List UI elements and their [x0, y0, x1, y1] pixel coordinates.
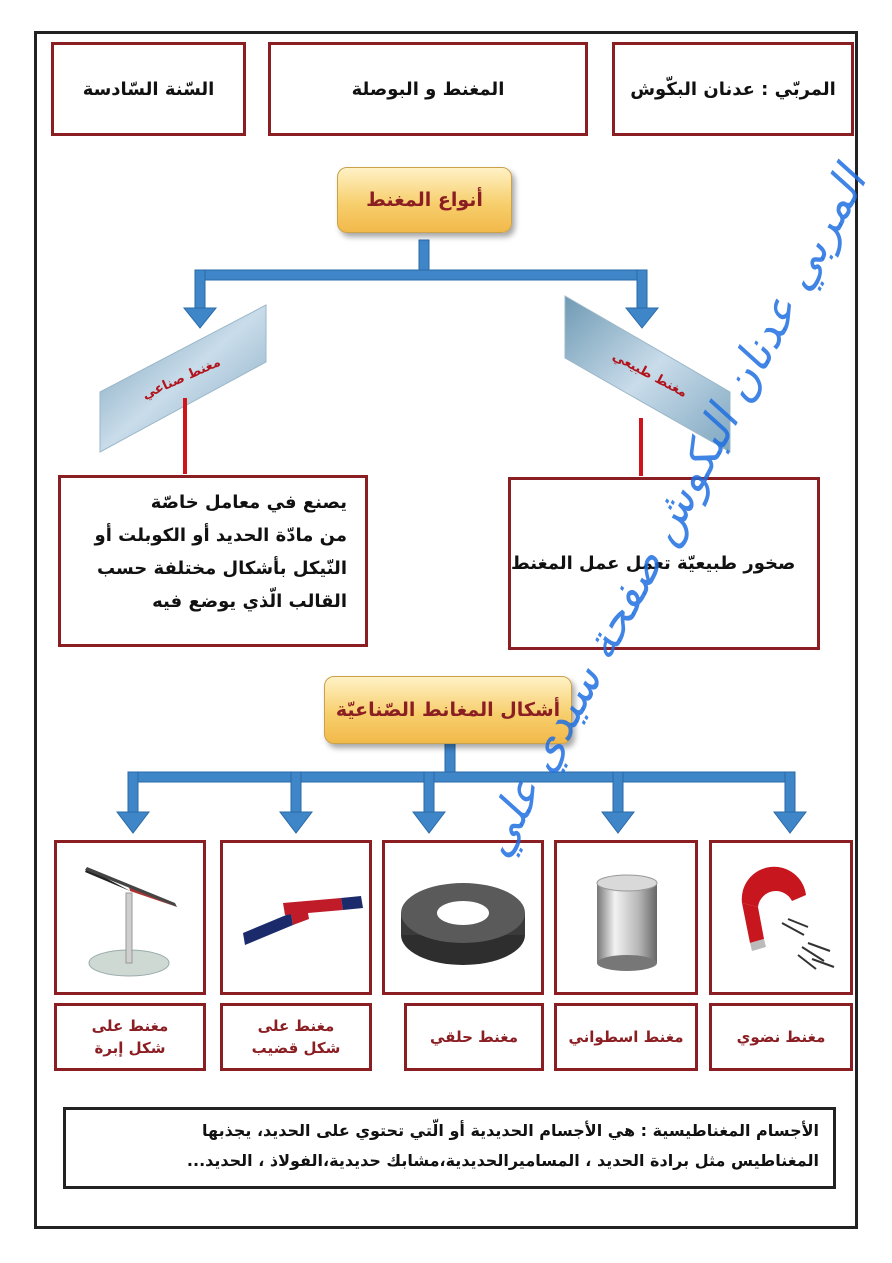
red-connector-artificial [183, 398, 187, 474]
ring-magnet-image [382, 840, 544, 995]
cylinder-magnet-icon [557, 843, 695, 993]
definition-line-1: الأجسام المغناطيسية : هي الأجسام الحديدي… [80, 1116, 819, 1146]
label-bar-line-2: شكل قضيب [252, 1039, 341, 1057]
needle-magnet-icon [57, 843, 203, 993]
ring-magnet-icon [385, 843, 541, 993]
label-cylinder-text: مغنط اسطواني [568, 1026, 683, 1048]
artificial-line-1: يصنع في معامل خاصّة [69, 486, 347, 519]
magnet-types-title: أنواع المغنط [337, 167, 512, 233]
artificial-line-3: النّيكل بأشكال مختلفة حسب [69, 552, 347, 585]
shapes-tree-arrows [117, 743, 806, 833]
magnetic-objects-definition: الأجسام المغناطيسية : هي الأجسام الحديدي… [63, 1107, 836, 1189]
red-connector-natural [639, 418, 643, 476]
artificial-shapes-title-text: أشكال المغانط الصّناعيّة [336, 699, 560, 721]
label-needle-magnet: مغنط على شكل إبرة [54, 1003, 206, 1071]
needle-magnet-image [54, 840, 206, 995]
artificial-shapes-title: أشكال المغانط الصّناعيّة [324, 676, 572, 744]
artificial-line-4: القالب الّذي يوضع فيه [69, 585, 347, 618]
artificial-description: يصنع في معامل خاصّة من مادّة الحديد أو ا… [58, 475, 368, 647]
label-ring-magnet: مغنط حلقي [404, 1003, 544, 1071]
label-ring-text: مغنط حلقي [430, 1026, 518, 1048]
label-bar-magnet: مغنط على شكل قضيب [220, 1003, 372, 1071]
natural-description-text: صخور طبيعيّة تعمل عمل المغنط [511, 553, 795, 574]
artificial-line-2: من مادّة الحديد أو الكوبلت أو [69, 519, 347, 552]
bar-magnet-image [220, 840, 372, 995]
natural-description: صخور طبيعيّة تعمل عمل المغنط [508, 477, 820, 650]
label-cylinder-magnet: مغنط اسطواني [554, 1003, 698, 1071]
label-horseshoe-text: مغنط نضوي [737, 1026, 826, 1048]
definition-line-2: المغناطيس مثل برادة الحديد ، المساميرالح… [80, 1146, 819, 1176]
label-needle-line-2: شكل إبرة [94, 1039, 165, 1057]
label-bar-line-1: مغنط على [258, 1017, 335, 1035]
horseshoe-magnet-image [709, 840, 853, 995]
horseshoe-magnet-icon [712, 843, 850, 993]
magnet-types-title-text: أنواع المغنط [366, 189, 483, 211]
label-needle-line-1: مغنط على [92, 1017, 169, 1035]
bar-magnet-icon [223, 843, 369, 993]
cylinder-magnet-image [554, 840, 698, 995]
label-horseshoe-magnet: مغنط نضوي [709, 1003, 853, 1071]
